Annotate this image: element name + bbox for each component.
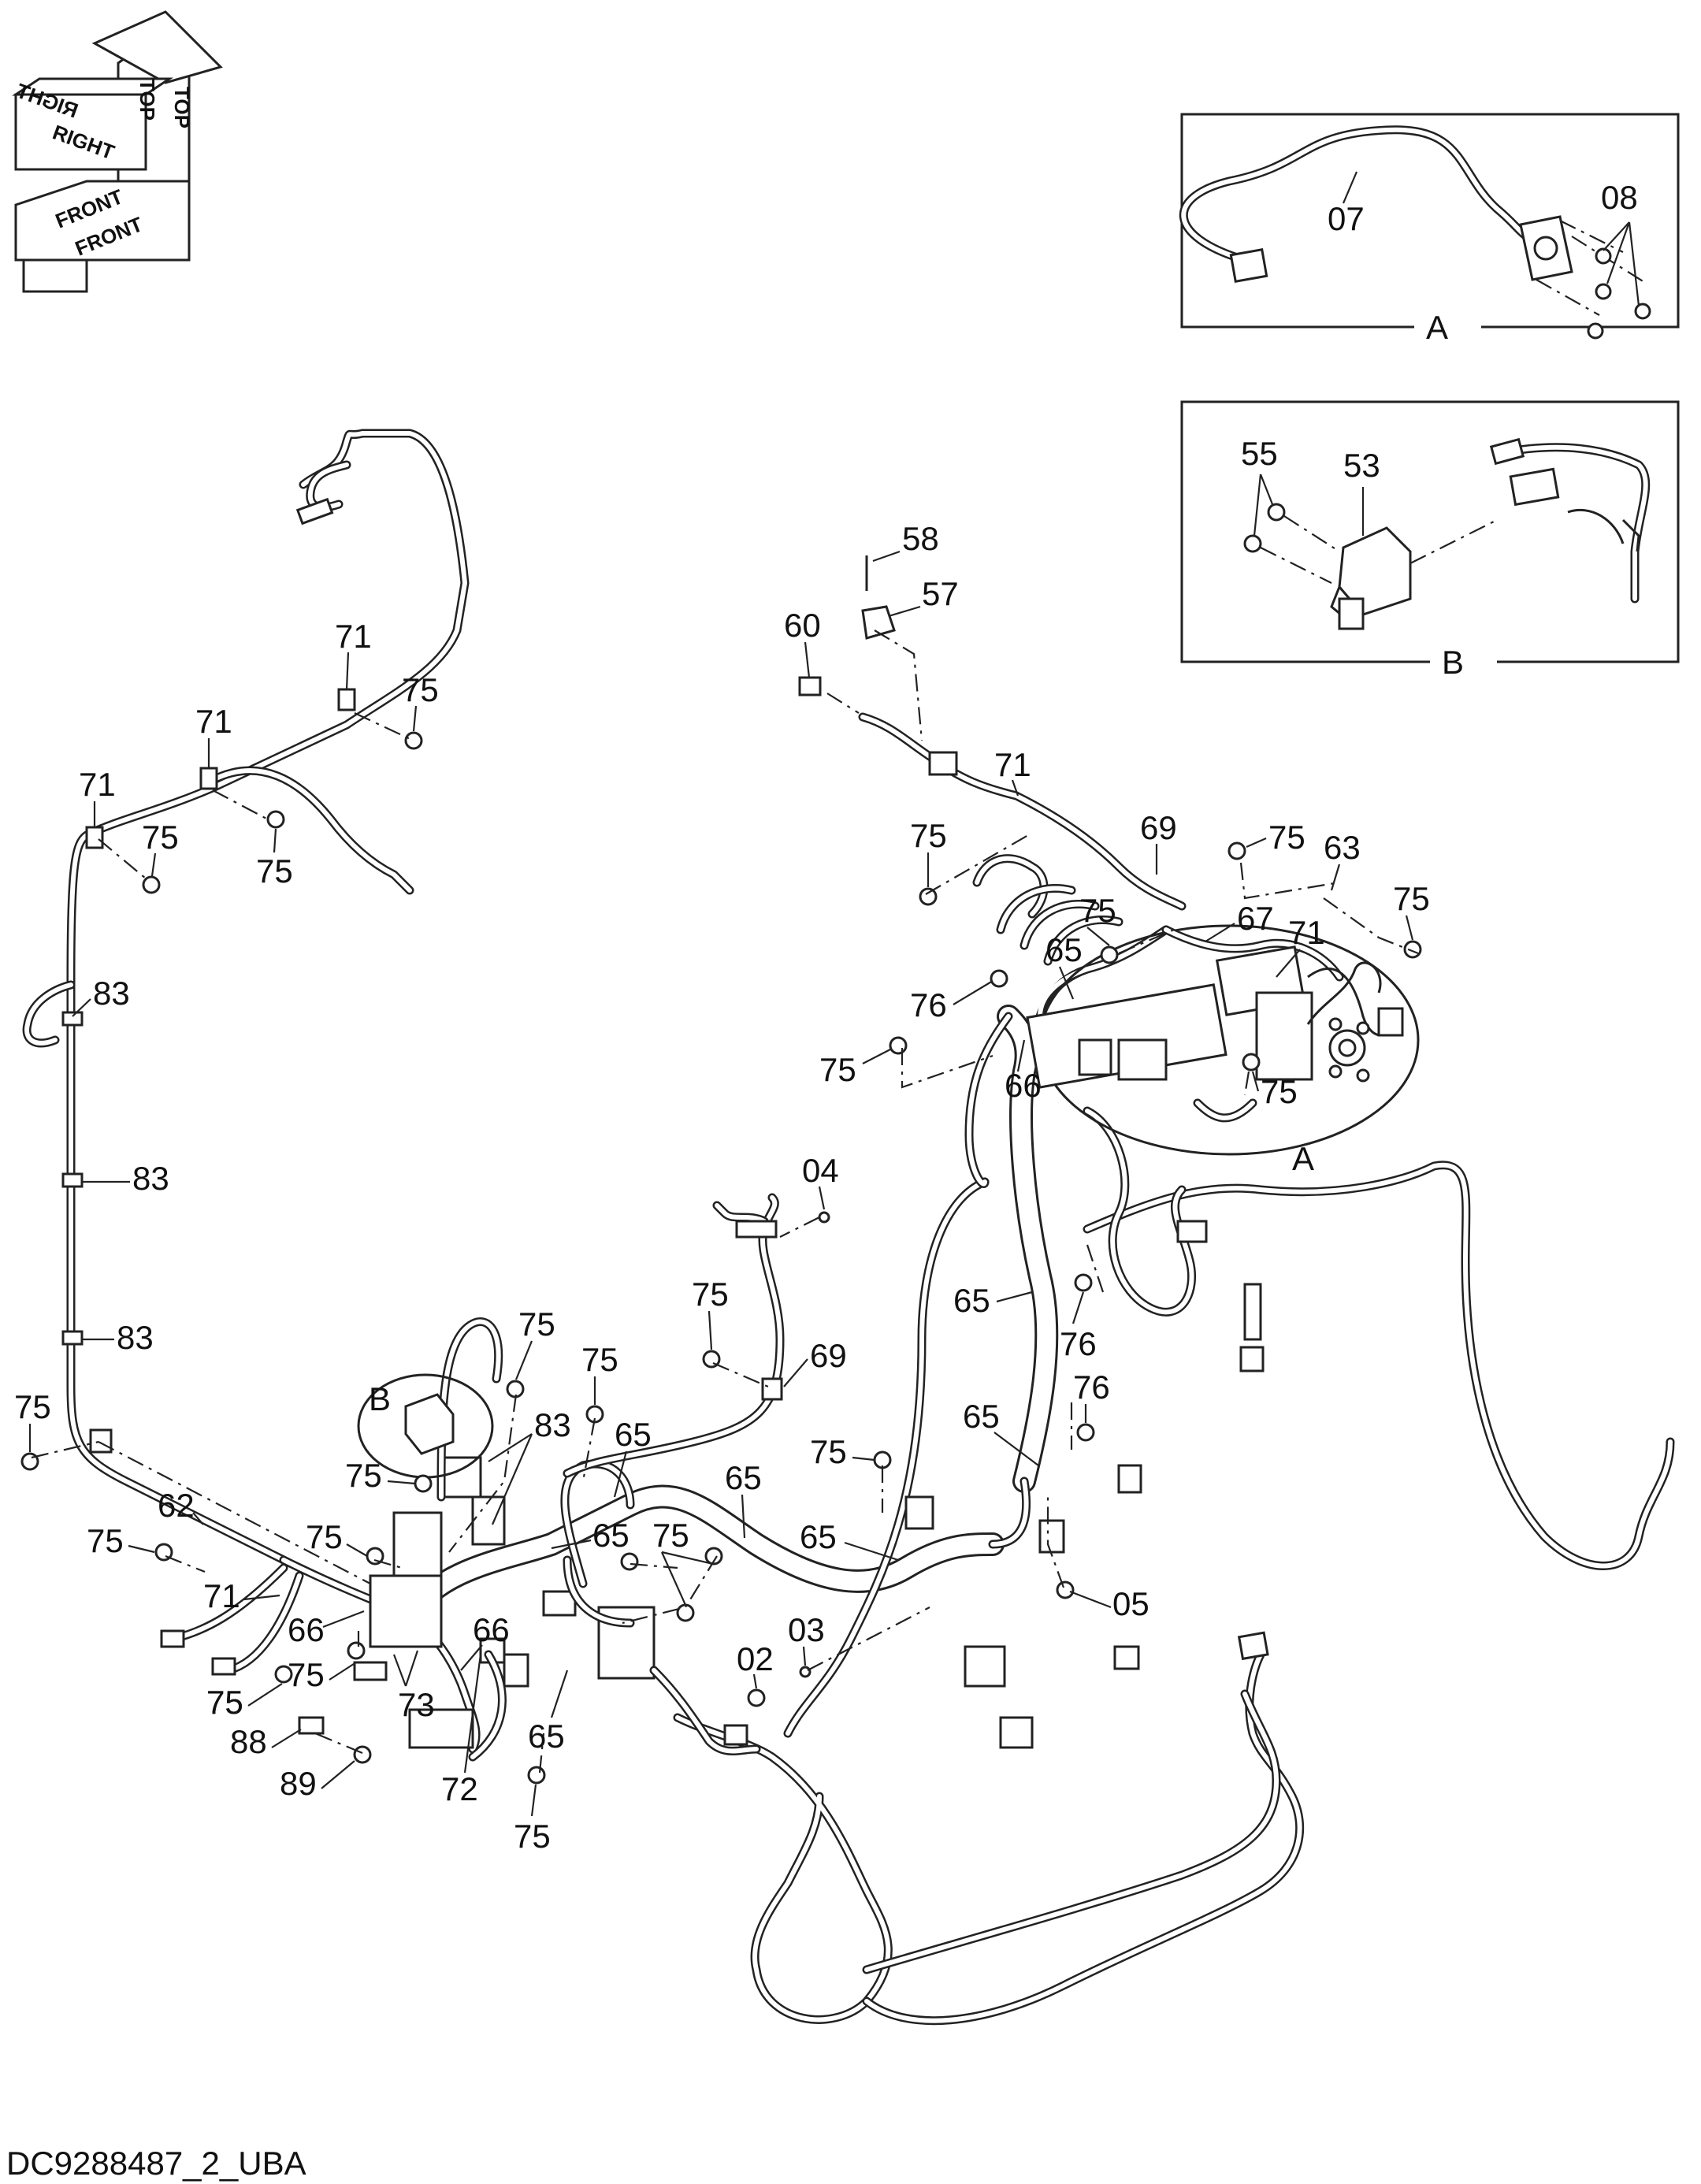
callout-71-e: 71 (1288, 914, 1325, 951)
callout-75-p: 75 (306, 1518, 343, 1555)
callout-75-b: 75 (256, 852, 293, 890)
main-harness (398, 925, 1675, 2026)
callout-71-a: 71 (335, 618, 372, 655)
callout-02: 02 (737, 1640, 774, 1677)
callout-72: 72 (441, 1770, 478, 1807)
orientation-top-2: TOP (170, 87, 194, 128)
callout-62: 62 (158, 1487, 195, 1524)
callout-a-main: A (1292, 1140, 1314, 1177)
callout-75-i: 75 (692, 1276, 729, 1313)
callout-65-g: 65 (800, 1518, 837, 1555)
inset-a-label: A (1426, 309, 1448, 346)
callout-75-h: 75 (819, 1051, 856, 1088)
callout-76-c: 76 (1073, 1369, 1110, 1406)
callout-76-b: 76 (1060, 1325, 1097, 1362)
callout-66-b: 66 (288, 1611, 325, 1648)
callout-75-e: 75 (1268, 819, 1305, 856)
callout-75-q: 75 (288, 1656, 325, 1693)
orientation-top-1: TOP (136, 79, 159, 121)
callout-75-g: 75 (1079, 892, 1116, 929)
callout-83-d: 83 (534, 1406, 571, 1443)
callout-53: 53 (1343, 447, 1380, 484)
callout-69-a: 69 (1140, 809, 1177, 846)
callout-75-t: 75 (514, 1818, 551, 1855)
callout-71-c: 71 (79, 766, 116, 803)
callout-75-d: 75 (910, 817, 947, 854)
assembly-lines (31, 712, 1419, 1774)
callout-75-j: 75 (810, 1433, 847, 1470)
callout-71-d: 71 (994, 746, 1031, 783)
callout-75-i2: 75 (1261, 1073, 1298, 1110)
callout-65-d: 65 (615, 1416, 652, 1453)
callout-65-e: 65 (725, 1459, 762, 1496)
callout-75-n: 75 (14, 1388, 51, 1425)
callout-65-c: 65 (963, 1398, 1000, 1435)
callout-65-f: 65 (592, 1517, 630, 1554)
callout-67: 67 (1237, 900, 1274, 937)
centre-upper-branch (563, 1193, 785, 1478)
callout-75-extra: 75 (652, 1517, 689, 1554)
callout-63: 63 (1324, 829, 1361, 866)
callout-75-k: 75 (518, 1306, 555, 1343)
callout-04: 04 (802, 1152, 839, 1189)
callout-88: 88 (230, 1723, 267, 1760)
inset-a: A 07 08 (1179, 113, 1680, 346)
callout-75-c: 75 (142, 819, 179, 856)
callout-83-b: 83 (132, 1160, 169, 1197)
callout-89: 89 (280, 1765, 317, 1802)
callout-65-h: 65 (528, 1718, 565, 1755)
left-lower-cluster (160, 1317, 761, 1762)
callout-58: 58 (902, 520, 939, 557)
document-id: DC9288487_2_UBA (6, 2145, 306, 2182)
callout-08: 08 (1601, 179, 1638, 216)
callout-66-a: 66 (1005, 1067, 1042, 1104)
callout-07: 07 (1328, 200, 1365, 237)
callout-75-m: 75 (345, 1457, 382, 1494)
callout-73: 73 (398, 1686, 435, 1723)
callout-labels: 58 57 60 71 75 71 75 71 75 71 75 69 75 6… (14, 520, 1430, 1855)
relay-assembly (1026, 924, 1420, 1156)
callout-75-r: 75 (206, 1684, 243, 1721)
callout-75-l: 75 (581, 1341, 618, 1378)
left-harness (22, 429, 470, 1565)
callout-57: 57 (922, 575, 959, 612)
callout-75-a: 75 (402, 671, 439, 708)
callout-03: 03 (788, 1611, 825, 1648)
callout-69-b: 69 (810, 1337, 847, 1374)
callout-76-a: 76 (910, 986, 947, 1023)
callout-55: 55 (1241, 435, 1278, 472)
orientation-indicator: TOP TOP RIGHT RIGHT FRONT FRONT (12, 10, 223, 293)
inset-b-label: B (1442, 644, 1464, 681)
callout-75-o: 75 (87, 1522, 124, 1559)
callout-65-b: 65 (953, 1282, 990, 1319)
callout-71-b: 71 (195, 703, 232, 740)
callout-65-a: 65 (1045, 931, 1083, 968)
callout-83-a: 83 (93, 975, 130, 1012)
callout-75-f: 75 (1393, 880, 1430, 917)
inset-b: B 55 53 (1180, 400, 1680, 681)
callout-b-main: B (369, 1380, 391, 1417)
callout-60: 60 (784, 607, 821, 644)
top-centre-harness (798, 555, 1187, 966)
fasteners (20, 731, 1422, 1785)
callout-05: 05 (1112, 1585, 1149, 1622)
callout-75-s: 75 (206, 1684, 243, 1721)
callout-71-f: 71 (203, 1577, 240, 1614)
callout-83-c: 83 (117, 1319, 154, 1356)
callout-66-c: 66 (473, 1611, 510, 1648)
